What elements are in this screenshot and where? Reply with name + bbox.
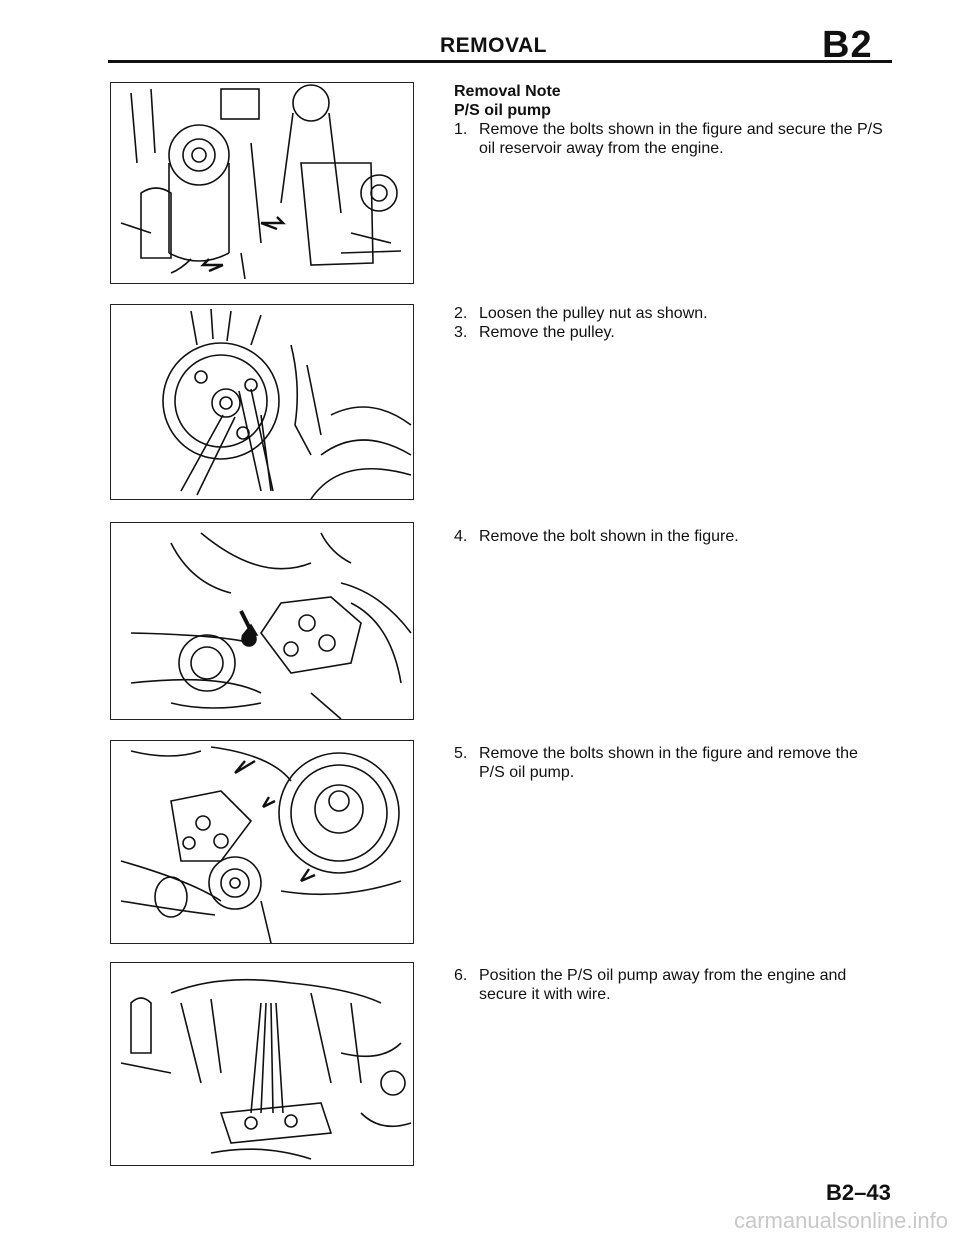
step-number: 5.: [454, 745, 468, 762]
step-number: 3.: [454, 324, 468, 341]
step-text-line: P/S oil pump.: [479, 764, 575, 781]
step-text-line: Position the P/S oil pump away from the …: [479, 967, 847, 984]
step-1: 1. Remove the bolts shown in the figure …: [454, 120, 894, 158]
section-code: B2: [822, 24, 873, 66]
watermark: carmanualsonline.info: [733, 1208, 948, 1233]
step-6: 6. Position the P/S oil pump away from t…: [454, 966, 894, 1004]
step-4: 4. Remove the bolt shown in the figure.: [454, 527, 894, 546]
removal-note-subtitle: P/S oil pump: [454, 102, 551, 119]
header-rule: [108, 60, 892, 63]
figure-pulley-nut-icon: [110, 304, 414, 500]
step-text-line: oil reservoir away from the engine.: [479, 140, 724, 157]
figure-pump-wired-icon: [110, 962, 414, 1166]
step-number: 4.: [454, 528, 468, 545]
step-text-line: Remove the bolts shown in the figure and…: [479, 121, 883, 138]
step-number: 6.: [454, 967, 468, 984]
step-number: 2.: [454, 305, 468, 322]
step-number: 1.: [454, 121, 468, 138]
step-text-line: Remove the bolt shown in the figure.: [479, 528, 739, 545]
page-number: B2–43: [826, 1180, 891, 1205]
step-text-line: Remove the pulley.: [479, 324, 615, 341]
step-3: 3. Remove the pulley.: [454, 323, 894, 342]
step-text-line: Remove the bolts shown in the figure and…: [479, 745, 858, 762]
figure-pump-removal-icon: [110, 740, 414, 944]
step-text-line: secure it with wire.: [479, 986, 611, 1003]
step-2: 2. Loosen the pulley nut as shown.: [454, 304, 894, 323]
step-5: 5. Remove the bolts shown in the figure …: [454, 744, 894, 782]
figure-reservoir-bolts-icon: [110, 82, 414, 284]
figure-pump-bolt-icon: [110, 522, 414, 720]
step-text-line: Loosen the pulley nut as shown.: [479, 305, 708, 322]
page-title: REMOVAL: [440, 34, 547, 57]
removal-note-title: Removal Note: [454, 83, 561, 100]
